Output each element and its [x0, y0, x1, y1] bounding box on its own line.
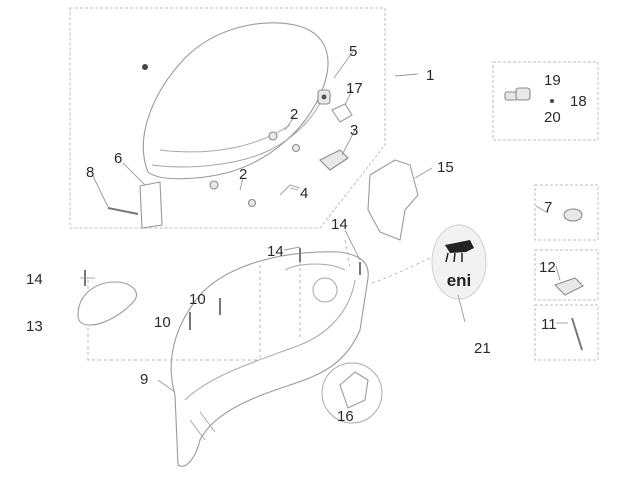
callout-19: 19 [544, 72, 561, 89]
callout-12: 12 [539, 259, 556, 276]
eni-logo-badge: eni [431, 224, 487, 300]
callout-10: 10 [189, 291, 206, 308]
callout-16: 16 [337, 408, 354, 425]
hinge-pin-8 [107, 207, 139, 215]
seat-part [142, 22, 329, 180]
box-7 [534, 184, 599, 241]
bracket-part-15 [367, 159, 419, 241]
guide-lines [87, 239, 351, 361]
box-11 [534, 304, 599, 361]
screws [84, 248, 361, 330]
leader-lines [80, 49, 568, 393]
helmet-compartment-part [170, 251, 369, 467]
six-legged-dog-logo-icon [445, 240, 474, 263]
rubber-buffers [209, 131, 301, 208]
callout-13: 13 [26, 318, 43, 335]
callout-4: 4 [300, 185, 308, 202]
box-18-19-20 [492, 61, 599, 141]
callout-5: 5 [349, 43, 357, 60]
callout-2: 2 [239, 166, 247, 183]
callout-15: 15 [437, 159, 454, 176]
clip-part-12 [553, 277, 584, 296]
detail-circle-16 [321, 362, 383, 424]
cover-part [77, 281, 137, 326]
seat-bracket [319, 149, 349, 171]
callout-10: 10 [154, 314, 171, 331]
seat-lock-parts [317, 89, 353, 123]
callout-14: 14 [331, 216, 348, 233]
callout-7: 7 [544, 199, 552, 216]
callout-11: 11 [541, 316, 557, 333]
callout-6: 6 [114, 150, 122, 167]
callout-2: 2 [290, 106, 298, 123]
washer-part-7 [563, 208, 583, 222]
callout-3: 3 [350, 122, 358, 139]
callout-8: 8 [86, 164, 94, 181]
callout-18: 18 [570, 93, 587, 110]
box-12 [534, 249, 599, 301]
eni-logo-text: eni [447, 271, 472, 290]
separator-dot [550, 99, 554, 103]
logo-leader [371, 257, 431, 284]
callout-20: 20 [544, 109, 561, 126]
callout-9: 9 [140, 371, 148, 388]
seat-assembly-frame [69, 7, 386, 229]
part-19-20 [504, 87, 531, 101]
callout-1: 1 [426, 67, 434, 84]
callout-14: 14 [26, 271, 43, 288]
callout-17: 17 [346, 80, 363, 97]
screw-part-11 [571, 317, 583, 351]
hinge-pin [279, 184, 301, 196]
callout-21: 21 [474, 340, 491, 357]
callout-14: 14 [267, 243, 284, 260]
seat-hinge [139, 181, 163, 229]
